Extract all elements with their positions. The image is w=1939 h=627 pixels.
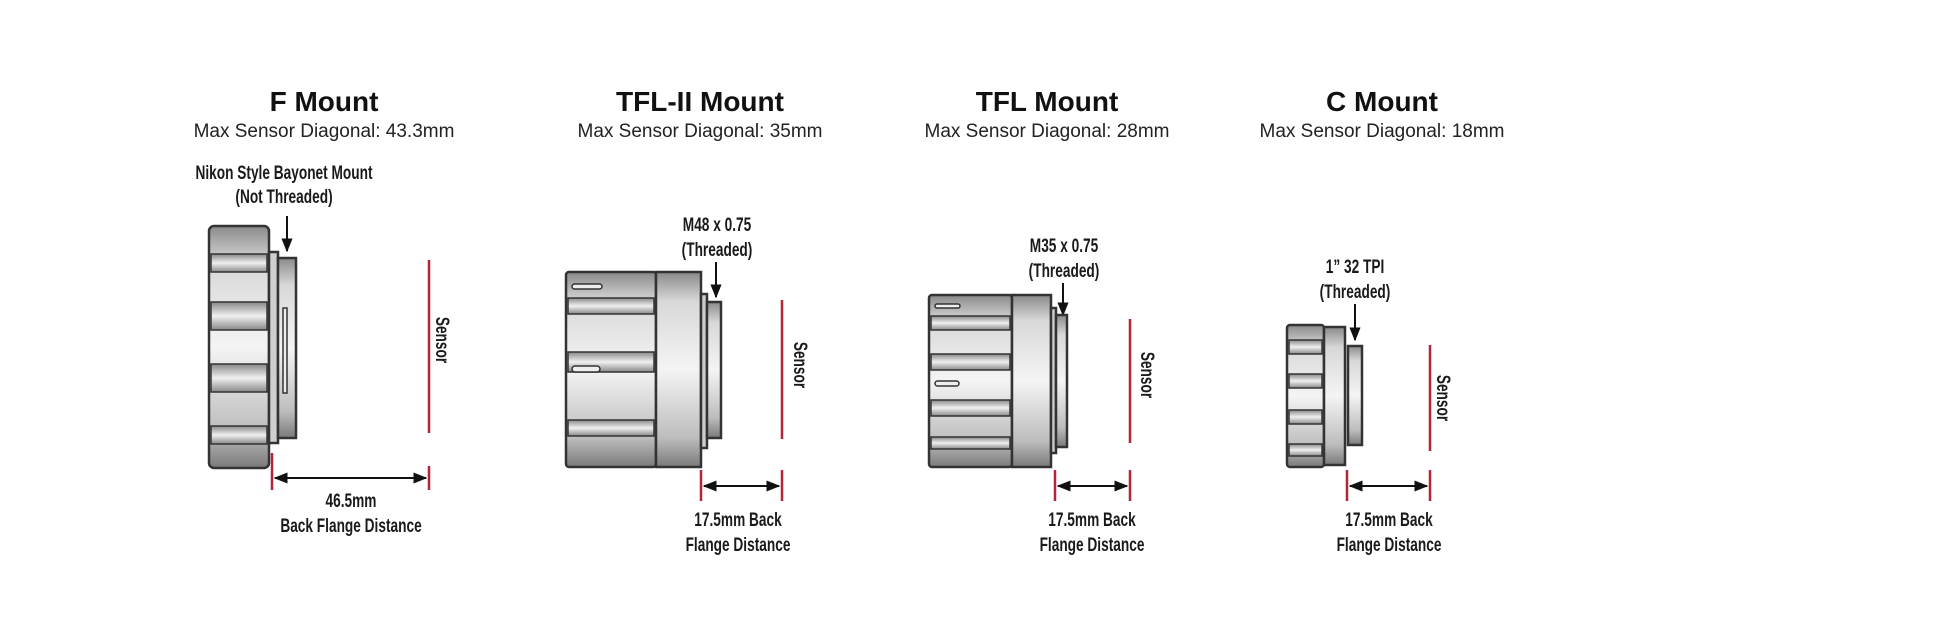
f-mount-lens: [207, 224, 298, 470]
mount-title: TFL-II Mount: [616, 86, 784, 117]
distance-line2: Flange Distance: [1040, 534, 1145, 556]
mount-subtitle: Max Sensor Diagonal: 43.3mm: [194, 121, 455, 142]
annotation-line1: M35 x 0.75: [1030, 235, 1098, 257]
mount-title: F Mount: [270, 86, 379, 117]
mount-subtitle: Max Sensor Diagonal: 35mm: [578, 121, 823, 142]
c-mount-lens: [1285, 323, 1364, 469]
distance-line1: 46.5mm: [326, 490, 377, 512]
annotation-line2: (Not Threaded): [235, 186, 332, 208]
sensor-label: Sensor: [789, 342, 811, 389]
distance-line2: Back Flange Distance: [280, 515, 421, 537]
annotation-line2: (Threaded): [682, 239, 753, 261]
c-mount-group: C Mount Max Sensor Diagonal: 18mm 1” 32 …: [1260, 86, 1505, 556]
f-mount-group: F Mount Max Sensor Diagonal: 43.3mm Niko…: [194, 86, 455, 537]
distance-line2: Flange Distance: [1337, 534, 1442, 556]
annotation-line1: Nikon Style Bayonet Mount: [195, 162, 372, 184]
mount-subtitle: Max Sensor Diagonal: 28mm: [925, 121, 1170, 142]
distance-line1: 17.5mm Back: [694, 509, 782, 531]
mount-title: C Mount: [1326, 86, 1438, 117]
tfl-mount-lens: [927, 293, 1069, 469]
distance-line2: Flange Distance: [686, 534, 791, 556]
annotation-line1: M48 x 0.75: [683, 214, 751, 236]
sensor-label: Sensor: [1432, 375, 1454, 422]
sensor-label: Sensor: [1136, 352, 1158, 399]
annotation-line2: (Threaded): [1320, 281, 1391, 303]
mount-title: TFL Mount: [976, 86, 1119, 117]
distance-line1: 17.5mm Back: [1048, 509, 1136, 531]
mount-subtitle: Max Sensor Diagonal: 18mm: [1260, 121, 1505, 142]
annotation-line1: 1” 32 TPI: [1326, 256, 1385, 278]
tfl-ii-mount-group: TFL-II Mount Max Sensor Diagonal: 35mm M…: [564, 86, 823, 556]
tfl-mount-group: TFL Mount Max Sensor Diagonal: 28mm M35 …: [925, 86, 1170, 556]
distance-line1: 17.5mm Back: [1345, 509, 1433, 531]
tfl-ii-mount-lens: [564, 270, 723, 469]
annotation-line2: (Threaded): [1029, 260, 1100, 282]
sensor-label: Sensor: [431, 317, 453, 364]
